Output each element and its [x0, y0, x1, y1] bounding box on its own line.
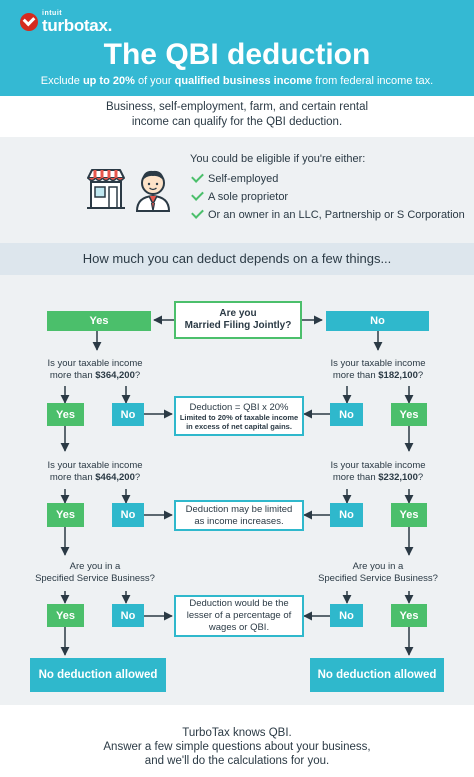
right-q2-no-box: No — [330, 503, 363, 527]
right-service-business-question: Are you in a Specified Service Business? — [318, 561, 438, 584]
right-q2-yes-box: Yes — [391, 503, 427, 527]
turbotax-check-icon — [20, 13, 38, 31]
business-person-icon — [135, 170, 171, 212]
left-income-question-2: Is your taxable income more than $464,20… — [47, 460, 143, 483]
left-no-deduction-box: No deduction allowed — [30, 658, 166, 692]
left-income-question-1: Is your taxable income more than $364,20… — [47, 358, 143, 381]
right-q3-yes-box: Yes — [391, 604, 427, 627]
married-filing-jointly-question: Are you Married Filing Jointly? — [174, 301, 302, 339]
left-q3-no-box: No — [112, 604, 144, 627]
list-item: A sole proprietor — [191, 188, 465, 206]
intro-text: Business, self-employment, farm, and cer… — [0, 100, 474, 130]
storefront-icon — [87, 169, 125, 209]
intro-line-2: income can qualify for the QBI deduction… — [131, 116, 343, 128]
right-no-deduction-box: No deduction allowed — [310, 658, 444, 692]
left-q1-yes-box: Yes — [47, 403, 84, 426]
left-q2-no-box: No — [112, 503, 144, 527]
left-q3-yes-box: Yes — [47, 604, 84, 627]
right-q1-no-box: No — [330, 403, 363, 426]
yes-branch-box: Yes — [47, 311, 151, 331]
section-heading: How much you can deduct depends on a few… — [0, 243, 474, 275]
deduction-limited-box: Deduction may be limited as income incre… — [174, 500, 304, 531]
deduction-formula-box: Deduction = QBI x 20% Limited to 20% of … — [174, 396, 304, 436]
footer-line-2: Answer a few simple questions about your… — [103, 741, 371, 753]
list-item: Or an owner in an LLC, Partnership or S … — [191, 206, 465, 224]
left-service-business-question: Are you in a Specified Service Business? — [35, 561, 155, 584]
deduction-lesser-box: Deduction would be the lesser of a perce… — [174, 595, 304, 637]
list-item: Self-employed — [191, 170, 465, 188]
right-q3-no-box: No — [330, 604, 363, 627]
eligibility-title: You could be eligible if you're either: — [190, 153, 366, 165]
left-q2-yes-box: Yes — [47, 503, 84, 527]
right-income-question-1: Is your taxable income more than $182,10… — [330, 358, 426, 381]
right-q1-yes-box: Yes — [391, 403, 427, 426]
logo-brand-name: turbotax. — [42, 16, 113, 35]
header-banner: intuit turbotax. The QBI deduction Exclu… — [0, 0, 474, 96]
right-income-question-2: Is your taxable income more than $232,10… — [330, 460, 426, 483]
logo-intuit-text: intuit — [42, 10, 63, 17]
page-subtitle: Exclude up to 20% of your qualified busi… — [40, 75, 434, 87]
page-title: The QBI deduction — [103, 38, 371, 71]
eligibility-list: Self-employed A sole proprietor Or an ow… — [191, 170, 465, 224]
no-branch-box: No — [326, 311, 429, 331]
left-q1-no-box: No — [112, 403, 144, 426]
intro-line-1: Business, self-employment, farm, and cer… — [105, 101, 369, 113]
eligibility-panel: You could be eligible if you're either: … — [0, 137, 474, 243]
footer-line-1: TurboTax knows QBI. — [182, 727, 292, 739]
footer-line-3: and we'll do the calculations for you. — [144, 755, 330, 767]
footer-text: TurboTax knows QBI. Answer a few simple … — [0, 726, 474, 768]
